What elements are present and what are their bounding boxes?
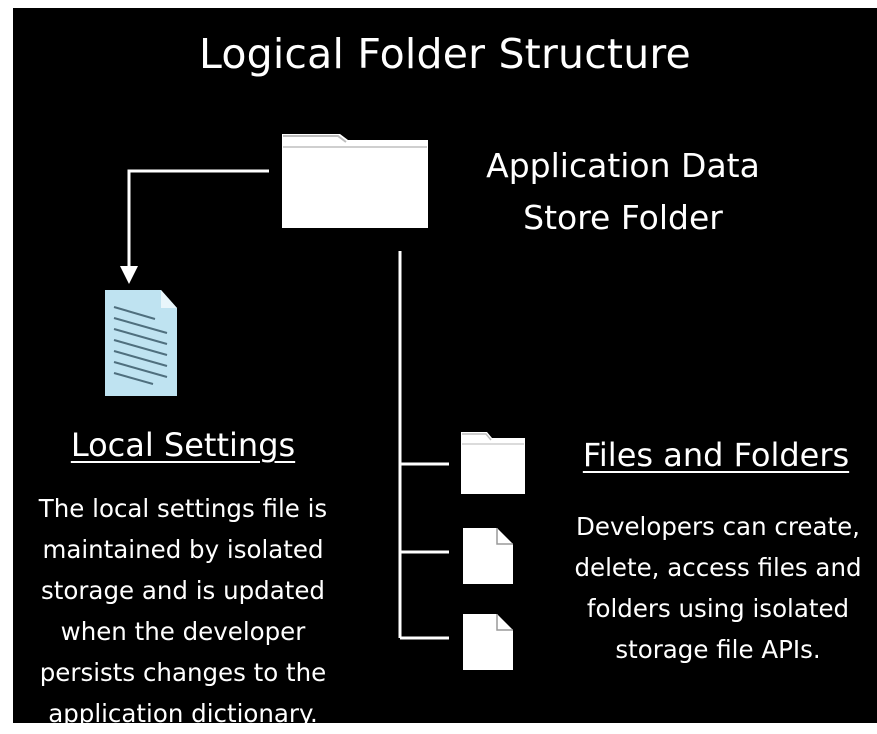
diagram-title: Logical Folder Structure xyxy=(199,30,691,78)
local-settings-heading: Local Settings xyxy=(70,426,296,464)
diagram-panel: Logical Folder Structure Application Dat… xyxy=(13,8,877,728)
child-file-icon-1 xyxy=(463,528,513,584)
root-folder-label-line-2: Store Folder xyxy=(523,198,723,237)
local-settings-description: The local settings file is maintained by… xyxy=(38,494,328,728)
files-and-folders-description: Developers can create, delete, access fi… xyxy=(574,512,862,664)
settings-connector xyxy=(120,169,269,284)
child-folder-icon xyxy=(461,432,525,494)
root-folder-icon xyxy=(282,134,428,228)
root-folder-label: Application Data Store Folder xyxy=(433,140,813,244)
diagram-canvas xyxy=(105,134,525,670)
files-and-folders-heading: Files and Folders xyxy=(582,436,850,474)
arrow-down-icon xyxy=(120,266,138,284)
child-file-icon-2 xyxy=(463,614,513,670)
tree-connector xyxy=(398,251,449,640)
settings-file-icon xyxy=(105,290,177,396)
root-folder-label-line-1: Application Data xyxy=(486,146,760,185)
